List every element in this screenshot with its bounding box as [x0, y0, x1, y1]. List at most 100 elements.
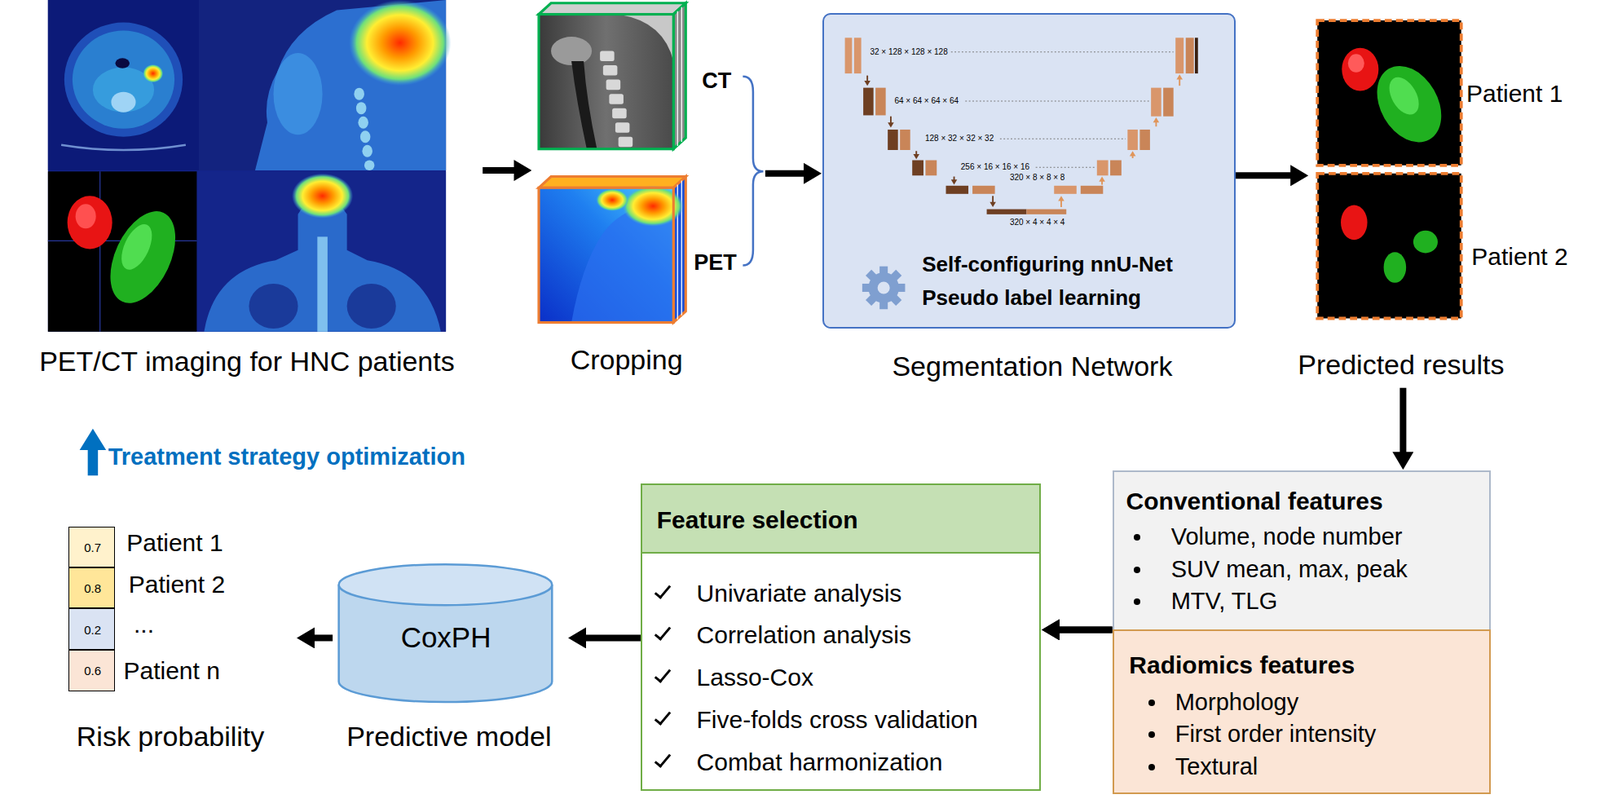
feature-item: MTV, TLG: [1171, 587, 1279, 615]
bullet-dot: [1148, 763, 1155, 771]
flow-arrow: [1058, 625, 1113, 633]
unet-diagram: [1057, 195, 1065, 201]
feature-item: Morphology: [1175, 688, 1300, 716]
segmentation-result: [1341, 48, 1379, 92]
gear-icon: [868, 272, 900, 304]
ct-volume: [677, 11, 679, 146]
unet-diagram: [899, 129, 911, 150]
feature-box: Radiomics featuresMorphologyFirst order …: [1112, 629, 1491, 794]
pet-ct-collage: [48, 0, 452, 332]
selection-box: Feature selectionUnivariate analysisCorr…: [640, 483, 1041, 791]
ct-volume: [681, 7, 683, 142]
feature-item: SUV mean, max, peak: [1171, 556, 1408, 584]
modality-label: PET: [693, 250, 737, 276]
pet-volume: [538, 187, 674, 322]
ct-volume: [673, 3, 686, 150]
unet-diagram: [912, 160, 924, 177]
pet-ct-collage: [317, 236, 328, 331]
patient-label: Patient n: [123, 656, 220, 685]
model-cylinder: CoxPHPredictive model: [332, 555, 568, 755]
unet-diagram: [972, 185, 996, 194]
segmentation-result: [1383, 71, 1425, 120]
bullet-dot: [1148, 699, 1155, 706]
pet-ct-collage: [364, 160, 375, 172]
pet-ct-collage: [96, 201, 189, 313]
patient-label: Patient 2: [128, 570, 225, 600]
pet-volume: [538, 176, 686, 323]
ct-volume: [615, 122, 631, 133]
unet-diagram: [965, 100, 1149, 102]
unet-diagram: [1026, 209, 1067, 215]
unet-diagram: [1127, 129, 1138, 150]
risk-panel: Risk probability0.70.80.20.6: [40, 520, 296, 757]
ct-volume: [550, 36, 592, 66]
caption: Predicted results: [1297, 349, 1504, 382]
unet-diagram: [845, 37, 1199, 215]
patient-label: ...: [133, 610, 155, 640]
caption: PET/CT imaging for HNC patients: [39, 346, 455, 379]
pet-volume: [538, 176, 686, 189]
ct-volume: [617, 14, 674, 62]
pet-ct-collage: [357, 116, 369, 129]
check-mark: [654, 707, 672, 726]
flow-arrow: [313, 634, 333, 641]
unet-diagram: [1129, 150, 1137, 156]
bullet-dot: [1148, 731, 1155, 738]
check-mark: [654, 581, 672, 600]
check-mark: [654, 623, 672, 642]
ct-volume: [571, 61, 597, 150]
dimension-label: 256 × 16 × 16 × 16: [959, 163, 1032, 173]
ct-volume: [612, 108, 627, 120]
unet-diagram: [946, 185, 970, 194]
unet-diagram: [863, 88, 874, 116]
unet-diagram: [854, 37, 862, 74]
check-mark: [654, 749, 672, 768]
score-box: 0.8: [68, 567, 116, 609]
unet-diagram: [890, 116, 892, 124]
box-heading: Radiomics features: [1128, 650, 1355, 679]
segmentation-result: [1348, 53, 1365, 73]
brace: [742, 76, 763, 266]
pet-ct-collage: [356, 101, 367, 115]
pet-ct-collage: [48, 171, 198, 332]
check-mark: [654, 665, 672, 684]
step-item: Combat harmonization: [696, 747, 944, 776]
pet-ct-collage: [99, 171, 101, 332]
pet-ct-collage: [197, 171, 446, 332]
unet-diagram: [1097, 160, 1109, 177]
unet-diagram: [1150, 88, 1162, 117]
result-panel: Predicted results: [1309, 0, 1590, 388]
score-box: 0.2: [68, 608, 116, 650]
unet-diagram: [1175, 37, 1184, 74]
unet-diagram: [1153, 117, 1160, 123]
ct-volume: [538, 14, 674, 150]
flow-arrow: [482, 167, 515, 174]
ct-volume: [538, 3, 686, 15]
dimension-label: 32 × 128 × 128 × 128: [868, 47, 949, 58]
unet-diagram: [887, 122, 895, 128]
pet-ct-collage: [347, 283, 397, 329]
unet-diagram: [1098, 176, 1106, 182]
unet-diagram: [1060, 199, 1063, 208]
bullet-dot: [1133, 566, 1141, 574]
segmentation-result: [1363, 54, 1455, 155]
pet-ct-collage: [61, 145, 186, 150]
pet-ct-collage: [114, 57, 130, 69]
unet-diagram: [1194, 37, 1199, 74]
up-arrow: [79, 428, 107, 477]
unet-diagram: [1080, 185, 1104, 194]
ct-volume: [599, 51, 615, 62]
unet-diagram: [1139, 129, 1151, 150]
pet-ct-collage: [353, 88, 365, 101]
pet-ct-collage: [360, 130, 371, 143]
pet-volume: [595, 189, 629, 212]
crop-panel: Cropping: [532, 0, 765, 383]
pet-ct-collage: [114, 219, 159, 274]
bullet-dot: [1133, 533, 1141, 541]
segmentation-result: [1317, 20, 1462, 166]
pet-ct-collage: [291, 173, 353, 219]
pet-ct-collage: [361, 145, 373, 158]
score-value: 0.2: [83, 622, 102, 637]
